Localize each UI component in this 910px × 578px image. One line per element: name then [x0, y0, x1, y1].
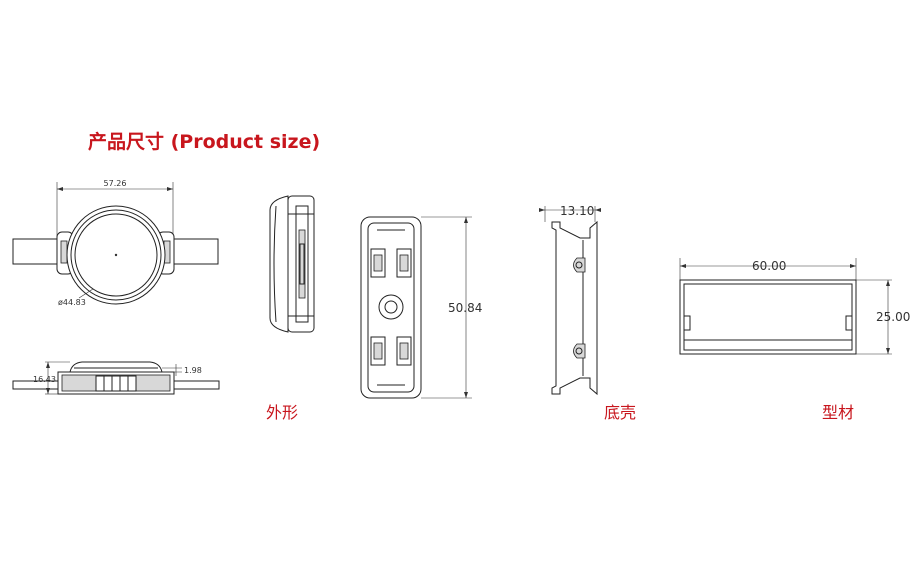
profile-section-view: 60.00 25.00: [679, 258, 910, 355]
module-side-view: 16.43 1.98: [12, 361, 220, 395]
lens-diameter-label: ø44.83: [58, 298, 86, 307]
base-shell-view: 13.10: [539, 204, 601, 396]
appearance-side-profile: [269, 195, 315, 333]
profile-height-label: 25.00: [876, 310, 910, 324]
page-title: 产品尺寸 (Product size): [88, 131, 321, 153]
caption-appearance: 外形: [266, 403, 299, 422]
lens-offset-label: 1.98: [184, 366, 202, 375]
caption-base-shell: 底壳: [604, 403, 637, 422]
caption-profile: 型材: [822, 403, 855, 422]
module-top-view: 57.26 ø44.83: [12, 179, 219, 307]
profile-width-label: 60.00: [752, 259, 786, 273]
base-width-label: 13.10: [560, 204, 594, 218]
appearance-front-view: 50.84: [360, 216, 482, 399]
module-height-label: 16.43: [33, 375, 56, 384]
side-length-label: 50.84: [448, 301, 482, 315]
module-width-label: 57.26: [104, 179, 127, 188]
